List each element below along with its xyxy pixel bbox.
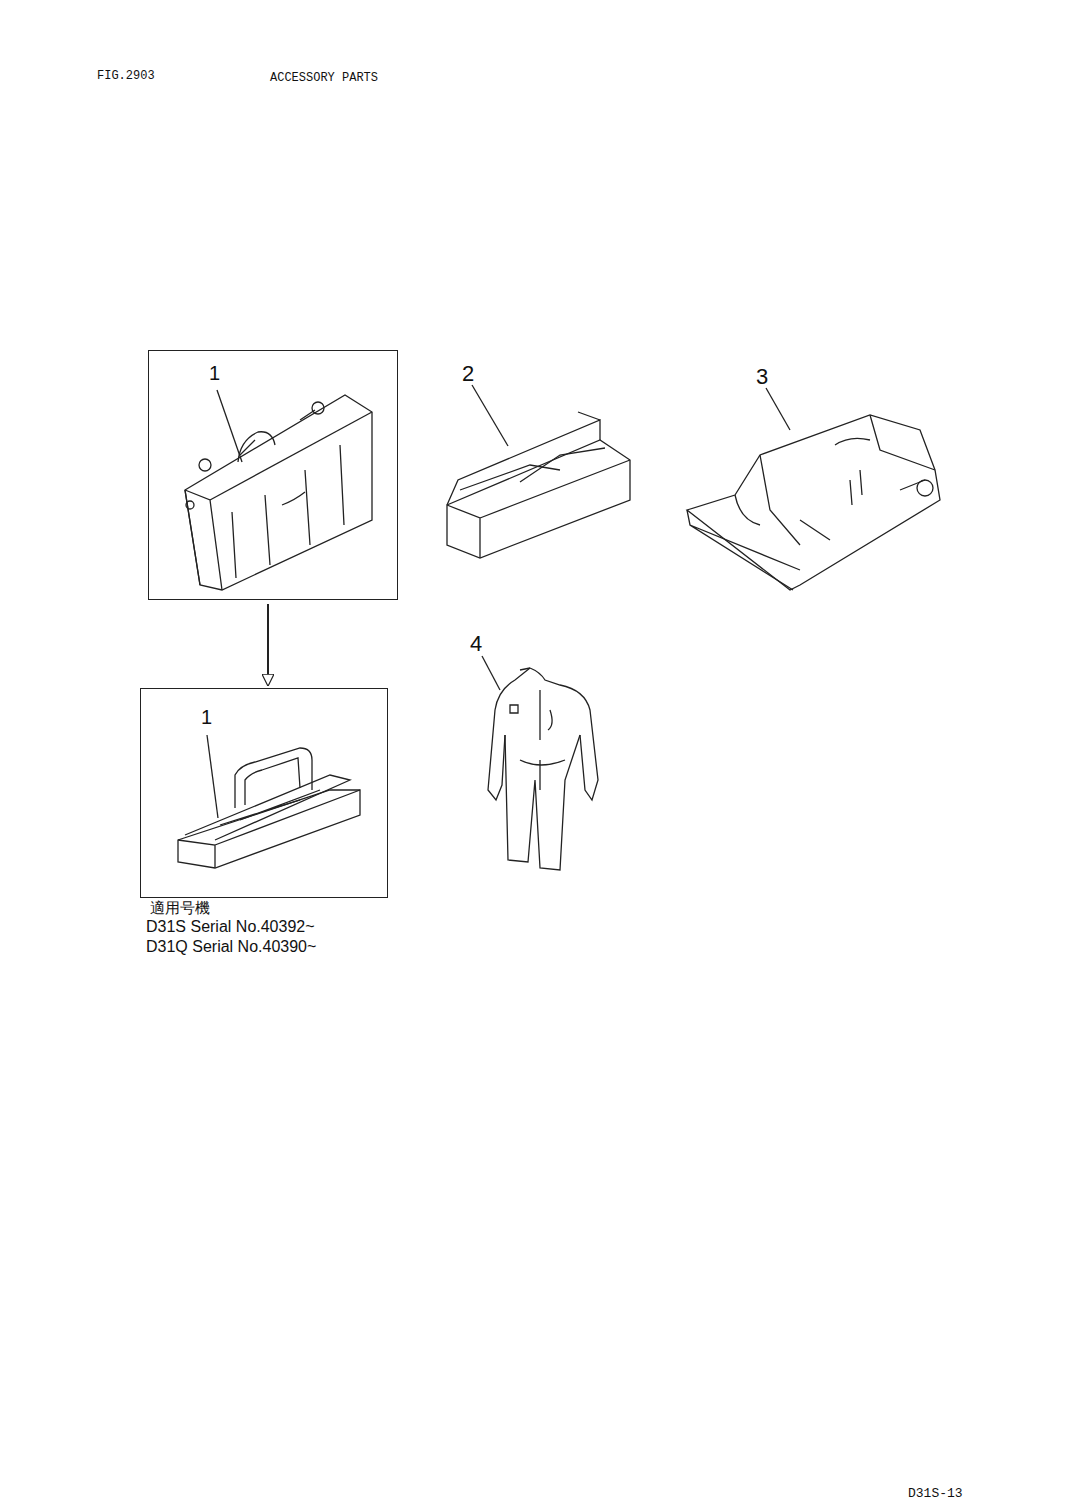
page-number: D31S-13 bbox=[908, 1487, 963, 1501]
flow-arrow bbox=[267, 604, 269, 685]
leader-line bbox=[207, 385, 790, 818]
callout-number: 3 bbox=[756, 365, 768, 389]
callout-number: 2 bbox=[462, 362, 474, 386]
serial-note: D31Q Serial No.40390~ bbox=[146, 938, 316, 956]
callout-number: 1 bbox=[201, 707, 212, 727]
serial-note: D31S Serial No.40392~ bbox=[146, 918, 315, 936]
figure-title: ACCESSORY PARTS bbox=[270, 72, 378, 85]
toolbox bbox=[178, 748, 360, 868]
inset-frame: 1 bbox=[148, 350, 398, 600]
serial-note: 適用号機 bbox=[150, 900, 210, 917]
inset-frame: 1 bbox=[140, 688, 388, 898]
figure-number: FIG.2903 bbox=[97, 70, 155, 83]
machine-cover bbox=[687, 415, 940, 590]
tool-bag bbox=[185, 395, 372, 590]
callout-number: 4 bbox=[470, 632, 482, 656]
callout-number: 1 bbox=[209, 363, 220, 383]
cardboard-box bbox=[447, 412, 630, 558]
coverall bbox=[488, 668, 598, 870]
